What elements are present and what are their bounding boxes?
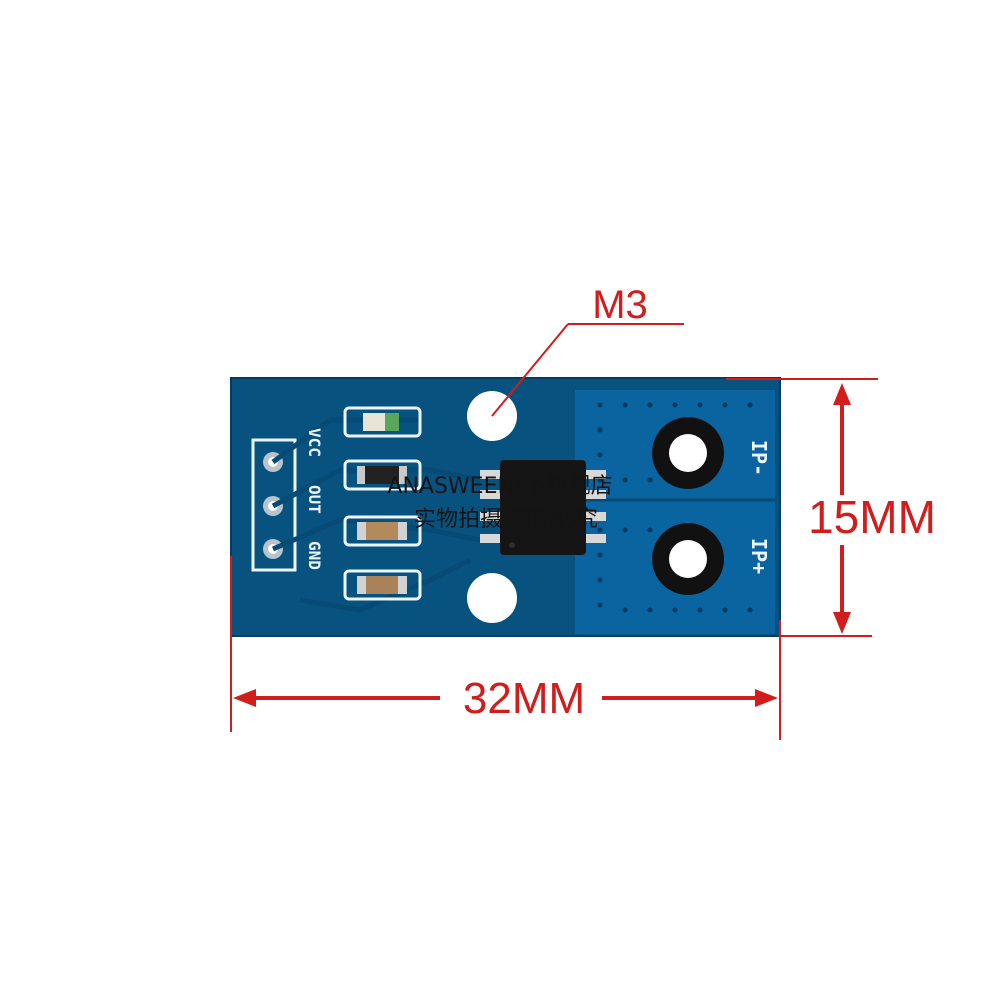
terminal-pad-ip-minus: [652, 417, 724, 489]
header-outline: [251, 438, 297, 572]
silk-label-vcc: VCC: [305, 428, 324, 457]
height-label: 15MM: [808, 491, 936, 543]
width-dimension: 32MM: [230, 556, 781, 740]
hole-annotation: M3: [491, 283, 684, 417]
silk-label-ip-minus: IP-: [747, 440, 771, 476]
smd-components: [343, 406, 422, 601]
height-dimension: 15MM: [726, 378, 936, 637]
pcb-board: VCC OUT GND IP- IP+: [230, 377, 781, 637]
watermark-line-1: ANASWEENEY-旗舰店: [387, 474, 612, 499]
via-dots: [597, 402, 753, 613]
width-label: 32MM: [463, 674, 585, 723]
watermark-line-2: 实物拍摄-盗图必究: [414, 507, 598, 532]
silk-label-out: OUT: [305, 485, 324, 514]
ic-chip: [480, 460, 606, 555]
mounting-hole-bottom: [467, 573, 517, 623]
silk-label-ip-plus: IP+: [747, 538, 771, 574]
silk-label-gnd: GND: [305, 541, 324, 570]
hole-size-label: M3: [592, 283, 648, 327]
terminal-pad-ip-plus: [652, 523, 724, 595]
